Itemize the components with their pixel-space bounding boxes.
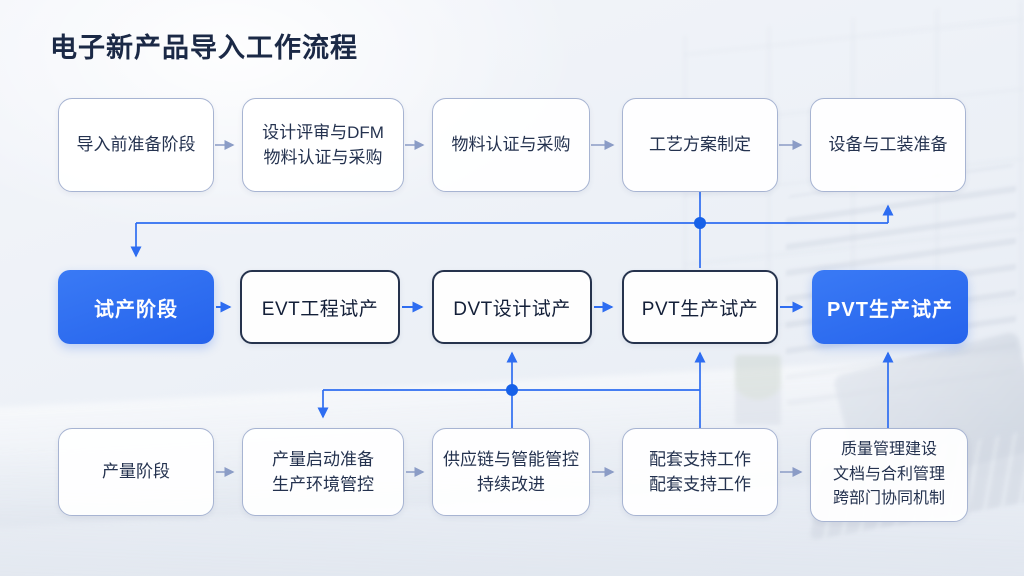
- node-pilot-stage: 试产阶段: [58, 270, 214, 344]
- flow-node-label: 文档与合利管理: [832, 465, 945, 483]
- node-evt-pilot: EVT工程试产: [240, 270, 400, 344]
- node-pvt-pilot: PVT生产试产: [622, 270, 778, 344]
- connector-row1-row2: [130, 192, 894, 268]
- flow-node-label: 物料认证与采购: [451, 135, 571, 155]
- node-supply-chain: 供应链与管能管控 持续改进: [432, 428, 590, 516]
- page-title: 电子新产品导入工作流程: [50, 33, 358, 63]
- node-mass-production-stage: 产量阶段: [58, 428, 214, 516]
- flow-node-label: 设计评审与DFM: [262, 122, 384, 142]
- junction-dot: [694, 217, 706, 229]
- node-equipment-tooling: 设备与工装准备: [810, 98, 966, 192]
- flow-node-label: 生产环境管控: [272, 475, 374, 494]
- flow-node-label: 试产阶段: [94, 298, 178, 321]
- flow-node-label: 跨部门协同机制: [832, 490, 945, 508]
- node-dvt-pilot: DVT设计试产: [432, 270, 592, 344]
- flow-node-label: 物料认证与采购: [263, 148, 383, 167]
- node-support-work: 配套支持工作 配套支持工作: [622, 428, 778, 516]
- node-process-plan: 工艺方案制定: [622, 98, 778, 192]
- flow-node-label: 工艺方案制定: [649, 135, 751, 155]
- connector-row2-row3: [317, 351, 894, 428]
- flow-node-label: 质量管理建设: [840, 440, 937, 458]
- flow-node-label: 产量阶段: [102, 462, 170, 482]
- node-pre-import-prep: 导入前准备阶段: [58, 98, 214, 192]
- flow-node-label: 设备与工装准备: [828, 135, 948, 155]
- flow-node-label: 供应链与管能管控: [443, 449, 579, 469]
- node-design-review-dfm: 设计评审与DFM 物料认证与采购: [242, 98, 404, 192]
- flow-node-label: PVT生产试产: [641, 298, 759, 320]
- junction-dot: [506, 384, 518, 396]
- flow-node-label: 配套支持工作: [649, 449, 751, 469]
- flow-node-label: EVT工程试产: [261, 298, 379, 320]
- node-ramp-up-prep: 产量启动准备 生产环境管控: [242, 428, 404, 516]
- node-pvt-pilot-highlight: PVT生产试产: [812, 270, 968, 344]
- flow-node-label: 持续改进: [477, 475, 545, 494]
- flow-node-label: PVT生产试产: [827, 298, 953, 321]
- flow-node-label: DVT设计试产: [453, 298, 571, 320]
- node-quality-management: 质量管理建设 文档与合利管理 跨部门协同机制: [810, 428, 968, 522]
- flow-node-label: 导入前准备阶段: [76, 135, 196, 155]
- node-material-certification: 物料认证与采购: [432, 98, 590, 192]
- flow-node-label: 配套支持工作: [649, 475, 751, 494]
- flow-node-label: 产量启动准备: [272, 449, 374, 469]
